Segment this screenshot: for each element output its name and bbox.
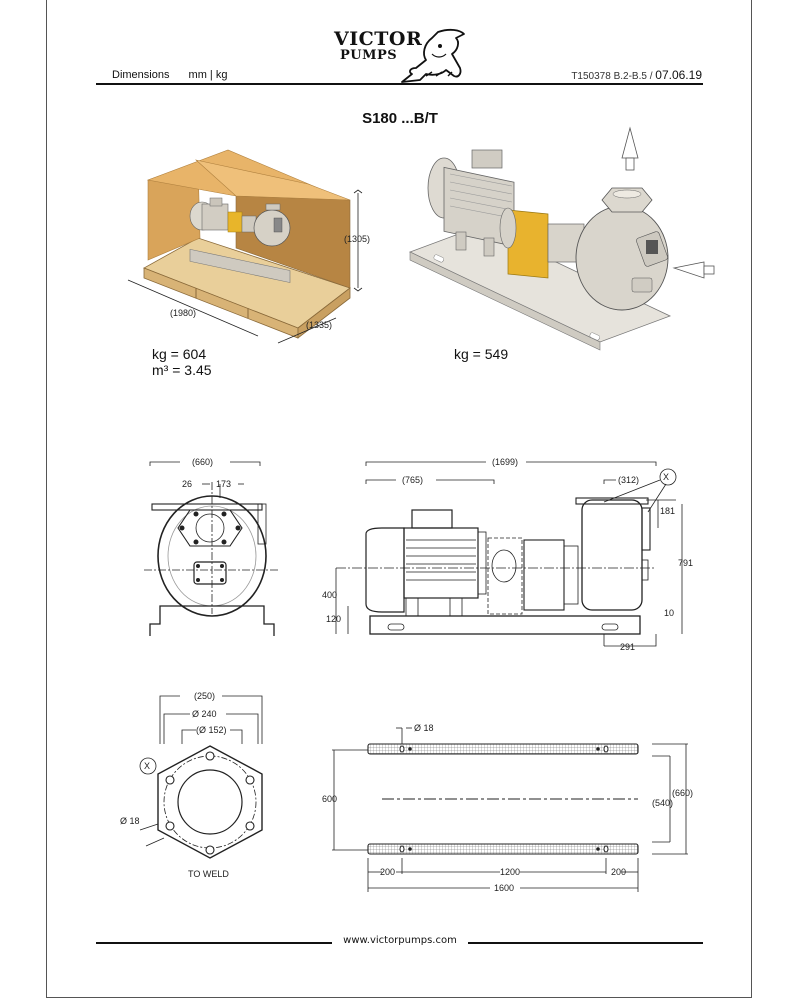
side-callout-x: X (663, 472, 669, 482)
side-shaft-height: 400 (322, 590, 337, 600)
flange-callout-x: X (144, 761, 150, 771)
side-overall-length: (1699) (492, 457, 518, 467)
side-motor-length: (765) (402, 475, 423, 485)
side-view-drawing: (1699) (765) (312) X 181 791 400 120 10 … (322, 457, 693, 652)
logo-line2: PUMPS (340, 48, 398, 63)
base-overall: 1600 (494, 883, 514, 893)
victor-pumps-logo: VICTOR PUMPS (330, 24, 470, 84)
side-base-gap: 10 (664, 608, 674, 618)
base-end-right: 200 (611, 867, 626, 877)
crate-length-dim: (1980) (170, 308, 196, 318)
pump-unit-isometric-drawing (408, 126, 715, 351)
page-title: S180 ...B/T (362, 110, 438, 127)
document-reference: T150378 B.2-B.5 / 07.06.19 (571, 68, 702, 82)
side-flange-height: 181 (660, 506, 675, 516)
footer-url[interactable]: www.victorpumps.com (343, 935, 457, 946)
base-center: 1200 (500, 867, 520, 877)
page-border (46, 0, 752, 998)
side-pump-offset: 291 (620, 642, 635, 652)
footer-rule-right (468, 942, 703, 944)
flange-note: TO WELD (188, 869, 229, 879)
doc-date: 07.06.19 (655, 68, 702, 82)
header-section-label: Dimensions mm | kg (112, 69, 227, 81)
flange-hole-dim: Ø 18 (120, 816, 140, 826)
packaged-weight: kg = 604 (152, 346, 207, 362)
front-view-drawing: (660) 26 173 (144, 457, 280, 636)
flange-detail-drawing: (250) Ø 240 (Ø 152) X Ø 18 TO WELD (120, 691, 263, 879)
base-end-left: 200 (380, 867, 395, 877)
footer-rule-left (96, 942, 332, 944)
base-inner-width: (540) (652, 798, 673, 808)
header-rule (96, 83, 703, 85)
elephant-logo-icon (401, 28, 465, 83)
flange-bore-dim: (Ø 152) (196, 725, 227, 735)
section-title: Dimensions (112, 69, 170, 81)
front-overall-width: (660) (192, 457, 213, 467)
suction-arrow-in-icon (672, 261, 705, 279)
front-offset-right: 173 (216, 479, 231, 489)
unit-weight: kg = 549 (454, 346, 509, 362)
base-plan-drawing: Ø 18 600 (540) (660) 200 1200 200 1600 (322, 723, 693, 893)
crate-height-dim: (1305) (344, 234, 370, 244)
units-label: mm | kg (188, 69, 228, 81)
packaged-weight-block: kg = 604 m³ = 3.45 (152, 346, 212, 378)
packaged-volume: m³ = 3.45 (152, 362, 212, 378)
side-total-height: 791 (678, 558, 693, 568)
side-flange-offset: (312) (618, 475, 639, 485)
doc-ref: T150378 B.2-B.5 / (571, 71, 653, 82)
base-outer-width: (660) (672, 788, 693, 798)
logo-line1: VICTOR (334, 28, 423, 50)
base-hole-dim: Ø 18 (414, 723, 434, 733)
crate-width-dim: (1335) (306, 320, 332, 330)
flange-bolt-circle-dim: Ø 240 (192, 709, 217, 719)
side-base-height: 120 (326, 614, 341, 624)
crate-isometric-drawing: (1980) (1335) (1305) (127, 149, 370, 344)
flange-outer-dim: (250) (194, 691, 215, 701)
front-offset-left: 26 (182, 479, 192, 489)
base-rail-spacing: 600 (322, 794, 337, 804)
